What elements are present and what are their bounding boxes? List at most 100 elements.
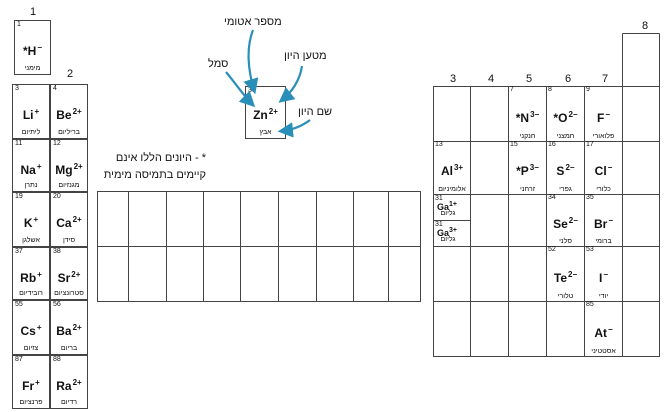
atomic-number: 19 [15, 193, 23, 200]
atomic-number: 35 [586, 194, 594, 201]
legend-symbol-label: סמל [208, 58, 229, 70]
ion-symbol: Cl− [594, 163, 613, 178]
ion-name: מימני [24, 65, 41, 72]
ion-symbol: Zn2+ [253, 107, 278, 122]
element-cell-rb: 37 Rb+ רובידיום [12, 247, 50, 300]
group-number-8: 8 [641, 20, 649, 32]
legend-ion-name-label: שם היון [298, 106, 333, 118]
ion-name: כלורי [596, 186, 611, 193]
element-cell-ra: 88 Ra2+ רדיום [50, 355, 88, 409]
ion-name: חנקני [519, 133, 536, 140]
atomic-number: 11 [15, 140, 23, 147]
element-cell-f: 9 F− פלואורי [584, 86, 623, 142]
atomic-number: 31 [435, 195, 443, 202]
ion-name: צזיום [23, 345, 39, 352]
atomic-number: 16 [548, 141, 556, 148]
ion-symbol: I− [598, 270, 608, 285]
element-cell-cl: 17 Cl− כלורי [584, 141, 623, 195]
element-cell-be: 4 Be2+ בריליום [50, 84, 88, 139]
atomic-number: 55 [15, 301, 23, 308]
element-cell-o: 8 *O2− חמצני [546, 86, 585, 142]
element-cell-se: 34 Se2− סלני [546, 194, 585, 247]
ion-symbol: Na+ [20, 162, 42, 177]
atomic-number: 37 [15, 248, 23, 255]
element-cell-br: 35 Br− ברומי [584, 194, 623, 247]
arrow-ion-name [277, 119, 311, 138]
atomic-number: 56 [53, 301, 61, 308]
ion-name: ליתיום [21, 129, 41, 136]
group-number-5: 5 [525, 73, 533, 85]
atomic-number: 8 [548, 86, 552, 93]
ion-name: חמצני [556, 133, 575, 140]
atomic-number: 20 [53, 193, 61, 200]
atomic-number: 38 [53, 248, 61, 255]
ion-name: נתרן [24, 182, 38, 189]
ion-name: זרחני [520, 186, 535, 193]
ion-name: יודי [598, 293, 609, 300]
ion-symbol: Se2− [553, 216, 578, 231]
ion-symbol: Ga1+ [437, 201, 457, 212]
legend-ion-charge-label: מטען היון [284, 50, 327, 62]
element-cell-ba: 56 Ba2+ בריום [50, 300, 88, 355]
atomic-number: 1 [17, 21, 21, 28]
aqueous-note: * - היונים הללו אינם קיימים בתמיסה מימית [98, 150, 206, 184]
element-cell-ca: 20 Ca2+ סידן [50, 192, 88, 247]
aqueous-note-line-2: קיימים בתמיסה מימית [103, 169, 206, 181]
element-cell-s: 16 S2− גפרי [546, 141, 585, 195]
ion-symbol: Ga3+ [437, 227, 457, 238]
ion-name: רובידיום [19, 290, 43, 297]
element-cell-mg: 12 Mg2+ מגנזיום [50, 139, 88, 192]
ion-symbol: Be2+ [56, 107, 82, 122]
ion-symbol: Ra2+ [56, 378, 82, 393]
ion-symbol: Fr+ [22, 378, 40, 393]
ion-symbol: Te2− [553, 270, 578, 285]
element-cell-ga-1: 31 Ga1+ גליום [433, 194, 471, 221]
ion-name: אשלגן [22, 237, 40, 244]
atomic-number: 7 [510, 86, 514, 93]
arrow-atomic-number [243, 29, 259, 95]
atomic-number: 4 [53, 85, 57, 92]
ion-name: אסטטיני [591, 348, 616, 355]
group-number-7: 7 [601, 73, 609, 85]
ion-name: ברומי [595, 238, 612, 245]
element-cell-k: 19 K+ אשלגן [12, 192, 50, 247]
ion-symbol: Sr2+ [57, 270, 81, 285]
ion-name: טלורי [557, 293, 574, 300]
ion-name: פרנציום [19, 399, 43, 406]
group-number-2: 2 [66, 68, 74, 80]
atomic-number: 12 [53, 140, 61, 147]
ion-symbol: F− [596, 110, 610, 125]
ion-symbol: Al3+ [440, 163, 464, 178]
atomic-number: 17 [586, 141, 594, 148]
group-number-4: 4 [487, 73, 495, 85]
ion-symbol: *N3− [515, 110, 540, 125]
ion-name: אלומיניום [438, 186, 466, 193]
atomic-number: 34 [548, 194, 556, 201]
element-cell-at: 85 At− אסטטיני [584, 301, 623, 357]
aqueous-note-line-1: * - היונים הללו אינם [115, 152, 206, 164]
atomic-number: 15 [510, 141, 518, 148]
ion-symbol: *O2− [553, 110, 578, 125]
atomic-number: 85 [586, 301, 594, 308]
ion-symbol: At− [594, 325, 613, 340]
ion-name: גליום [440, 210, 456, 217]
ion-name: סטרונציום [54, 290, 84, 297]
ion-symbol: Ba2+ [56, 323, 82, 338]
ion-symbol: Rb+ [20, 270, 42, 285]
atomic-number: 87 [15, 356, 23, 363]
atomic-number: 31 [435, 221, 443, 228]
ion-symbol: Br− [593, 216, 613, 231]
ion-symbol: *P3− [516, 163, 539, 178]
atomic-number: 13 [435, 141, 443, 148]
ion-name: בריליום [58, 129, 80, 136]
group-number-6: 6 [564, 73, 572, 85]
ion-name: אבץ [259, 129, 272, 136]
element-cell-h: 1 *H− מימני [14, 20, 51, 75]
ion-name: רדיום [60, 399, 77, 406]
ion-symbol: *H− [22, 43, 42, 58]
ion-symbol: S2− [556, 163, 575, 178]
ion-name: סלני [559, 238, 572, 245]
